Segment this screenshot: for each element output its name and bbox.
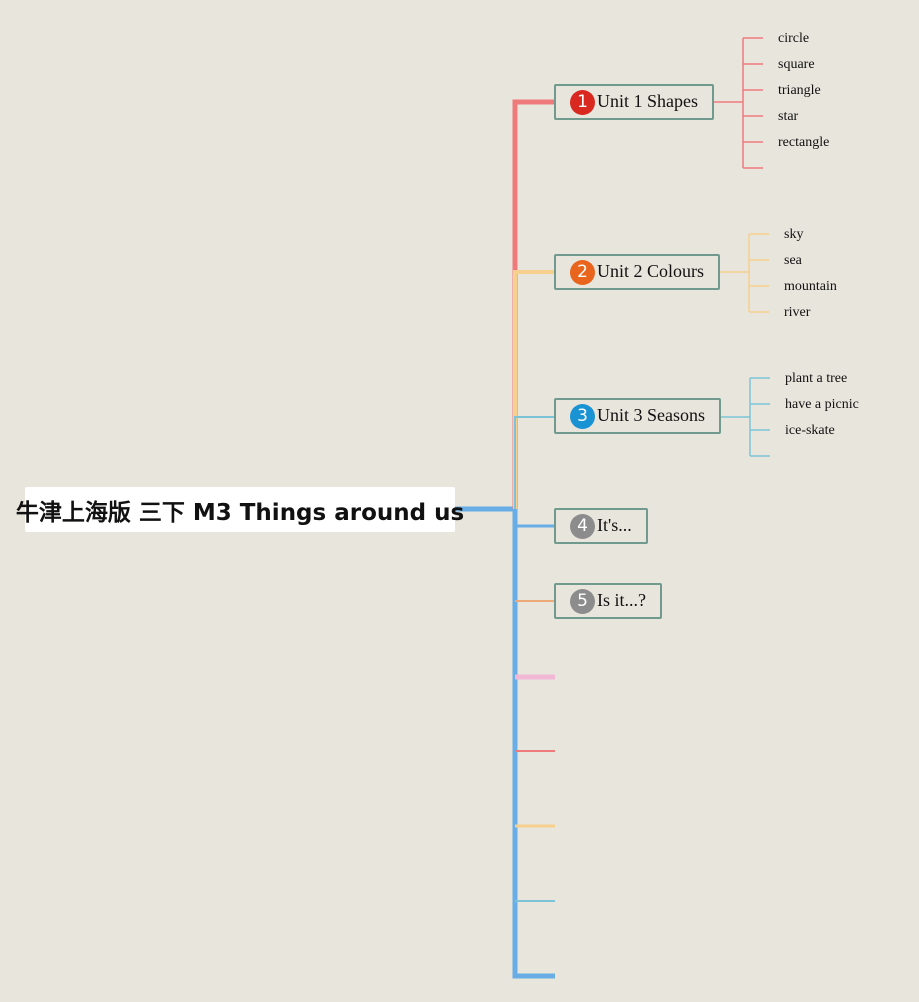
branch-3-connector (514, 416, 555, 509)
branch-topic-label: Unit 2 Colours (597, 260, 705, 281)
leaf-topic[interactable]: mountain (784, 279, 837, 294)
branch-topic-3[interactable]: 3 Unit 3 Seasons (554, 398, 721, 434)
branch-2-leaf-bracket (719, 233, 769, 313)
number-5-badge-icon: 5 (570, 588, 595, 614)
branch-topic-5[interactable]: 5 Is it...? (554, 583, 662, 619)
branch-topic-1[interactable]: 1 Unit 1 Shapes (554, 84, 714, 120)
branch-3-leaf-bracket (720, 377, 770, 457)
number-4-badge-icon: 4 (570, 513, 595, 539)
root-title: 牛津上海版 三下 M3 Things around us (15, 499, 465, 526)
number-3-badge-icon: 3 (570, 403, 595, 429)
branch-topic-4[interactable]: 4 It's... (554, 508, 648, 544)
branch-2-connector (513, 270, 555, 509)
leaf-topic[interactable]: star (778, 109, 799, 124)
number-2-badge-icon: 2 (570, 259, 595, 285)
root-topic[interactable]: 牛津上海版 三下 M3 Things around us (16, 487, 464, 532)
leaf-topic[interactable]: sea (784, 253, 802, 268)
leaf-topic[interactable]: have a picnic (785, 397, 859, 412)
leaf-topic[interactable]: ice-skate (785, 423, 835, 438)
branch-topic-label: Unit 1 Shapes (597, 90, 698, 111)
leaf-topic[interactable]: circle (778, 31, 810, 46)
branch-topic-label: Is it...? (597, 589, 646, 610)
leaf-topic[interactable]: square (778, 57, 815, 72)
number-1-badge-icon: 1 (570, 89, 595, 115)
leaf-topic[interactable]: triangle (778, 83, 821, 98)
leaf-topic[interactable]: river (784, 305, 811, 320)
branch-topic-label: It's... (597, 514, 632, 535)
branch-topic-label: Unit 3 Seasons (597, 404, 705, 425)
root-connector (455, 506, 555, 979)
branch-topic-2[interactable]: 2 Unit 2 Colours (554, 254, 720, 290)
branch-1-leaf-bracket (713, 37, 763, 169)
leaf-topic[interactable]: plant a tree (785, 371, 848, 386)
leaf-topic[interactable]: rectangle (778, 135, 830, 150)
leaf-topic[interactable]: sky (784, 227, 804, 242)
branch-1-connector (512, 99, 555, 509)
